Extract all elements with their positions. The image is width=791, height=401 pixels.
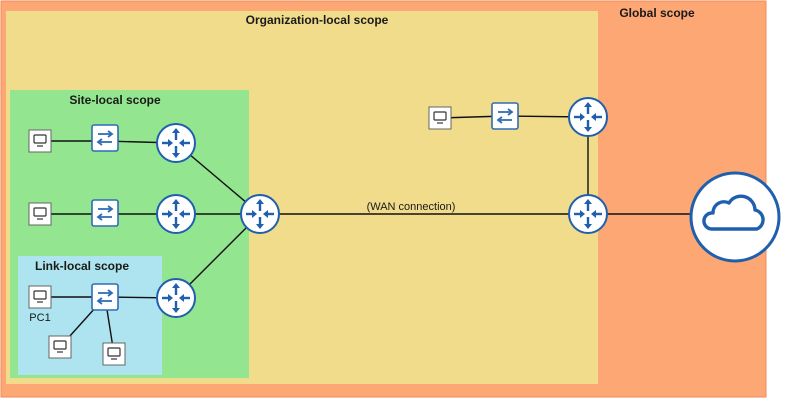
pc-icon [28, 129, 52, 153]
link-local-scope-label: Link-local scope [35, 259, 129, 273]
switch-icon [91, 124, 119, 152]
link-local-scope-area [18, 256, 162, 375]
global-scope-label: Global scope [619, 6, 695, 20]
pc-icon [28, 202, 52, 226]
router-icon [567, 193, 609, 235]
pc-icon [102, 342, 126, 366]
router-icon [155, 193, 197, 235]
pc1-icon [28, 285, 52, 309]
site-local-scope-label: Site-local scope [69, 93, 161, 107]
switch-icon [91, 199, 119, 227]
switch-icon [491, 102, 519, 130]
pc1-label: PC1 [29, 312, 50, 324]
router-icon [567, 96, 609, 138]
pc-icon [428, 106, 452, 130]
router-icon [239, 193, 281, 235]
wan-connection-label: (WAN connection) [367, 201, 456, 213]
cloud-icon [689, 171, 781, 263]
switch-icon [91, 283, 119, 311]
organization-local-scope-label: Organization-local scope [246, 13, 389, 27]
pc-icon [48, 335, 72, 359]
router-icon [155, 277, 197, 319]
router-icon [155, 122, 197, 164]
